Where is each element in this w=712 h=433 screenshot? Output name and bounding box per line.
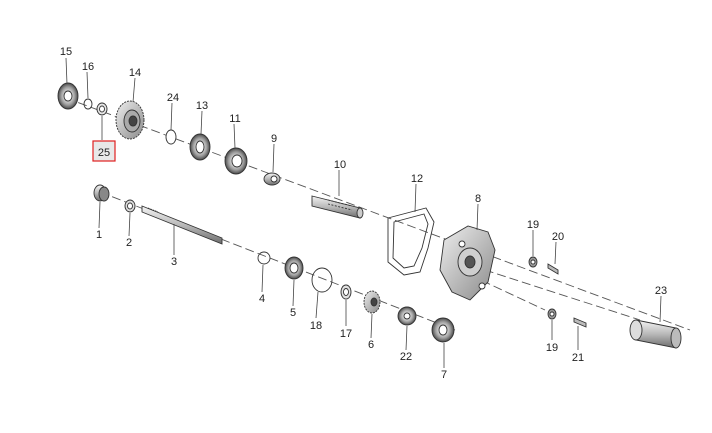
callout-17: 17 xyxy=(340,328,352,340)
callout-5: 5 xyxy=(290,307,296,319)
part-23-cylinder xyxy=(629,319,682,349)
part-24-washer xyxy=(165,129,177,145)
callout-1: 1 xyxy=(96,229,102,241)
part-2-ring xyxy=(124,199,136,213)
part-13-bearing xyxy=(189,133,211,161)
part-17-washer xyxy=(340,284,352,300)
part-21-bolt xyxy=(573,317,587,328)
part-10-shaft xyxy=(311,195,364,219)
part-25-washer xyxy=(96,102,108,116)
callout-14: 14 xyxy=(129,67,141,79)
callout-6: 6 xyxy=(368,339,374,351)
callout-16: 16 xyxy=(82,61,94,73)
part-16-ring xyxy=(83,98,93,110)
callout-10: 10 xyxy=(334,159,346,171)
part-4-ring xyxy=(257,251,271,265)
part-20-bolt xyxy=(547,263,559,275)
callout-12: 12 xyxy=(411,173,423,185)
callout-13: 13 xyxy=(196,100,208,112)
part-7-bearing xyxy=(431,317,455,343)
part-11-bearing xyxy=(224,147,248,175)
part-8-housing xyxy=(439,225,496,301)
callout-4: 4 xyxy=(259,293,265,305)
part-12-gasket xyxy=(387,207,435,276)
leader-lines xyxy=(65,57,662,368)
part-19-nut-lower xyxy=(547,308,557,320)
callout-25-highlight-box xyxy=(92,140,116,162)
callout-15: 15 xyxy=(60,46,72,58)
part-15-bearing xyxy=(57,82,79,110)
callout-24: 24 xyxy=(167,92,179,104)
callout-21: 21 xyxy=(572,352,584,364)
callout-19-lower: 19 xyxy=(546,342,558,354)
callout-18: 18 xyxy=(310,320,322,332)
callout-11: 11 xyxy=(229,113,240,125)
part-14-gear xyxy=(115,100,145,140)
callout-25: 25 xyxy=(98,147,110,159)
part-22-bearing xyxy=(397,306,417,326)
part-9-bushing xyxy=(263,172,281,186)
callout-3: 3 xyxy=(171,256,177,268)
part-3-shaft xyxy=(141,205,223,245)
callout-19-upper: 19 xyxy=(527,219,539,231)
callout-2: 2 xyxy=(126,237,132,249)
part-19-nut-upper xyxy=(528,256,538,268)
part-1-bearing xyxy=(93,184,110,202)
callout-22: 22 xyxy=(400,351,412,363)
part-6-gear xyxy=(363,290,381,314)
callout-9: 9 xyxy=(271,133,277,145)
part-18-snap-ring xyxy=(311,267,333,293)
callout-7: 7 xyxy=(441,369,447,381)
callout-20: 20 xyxy=(552,231,564,243)
callout-23: 23 xyxy=(655,285,667,297)
callout-8: 8 xyxy=(475,193,481,205)
part-5-bearing xyxy=(284,256,304,280)
